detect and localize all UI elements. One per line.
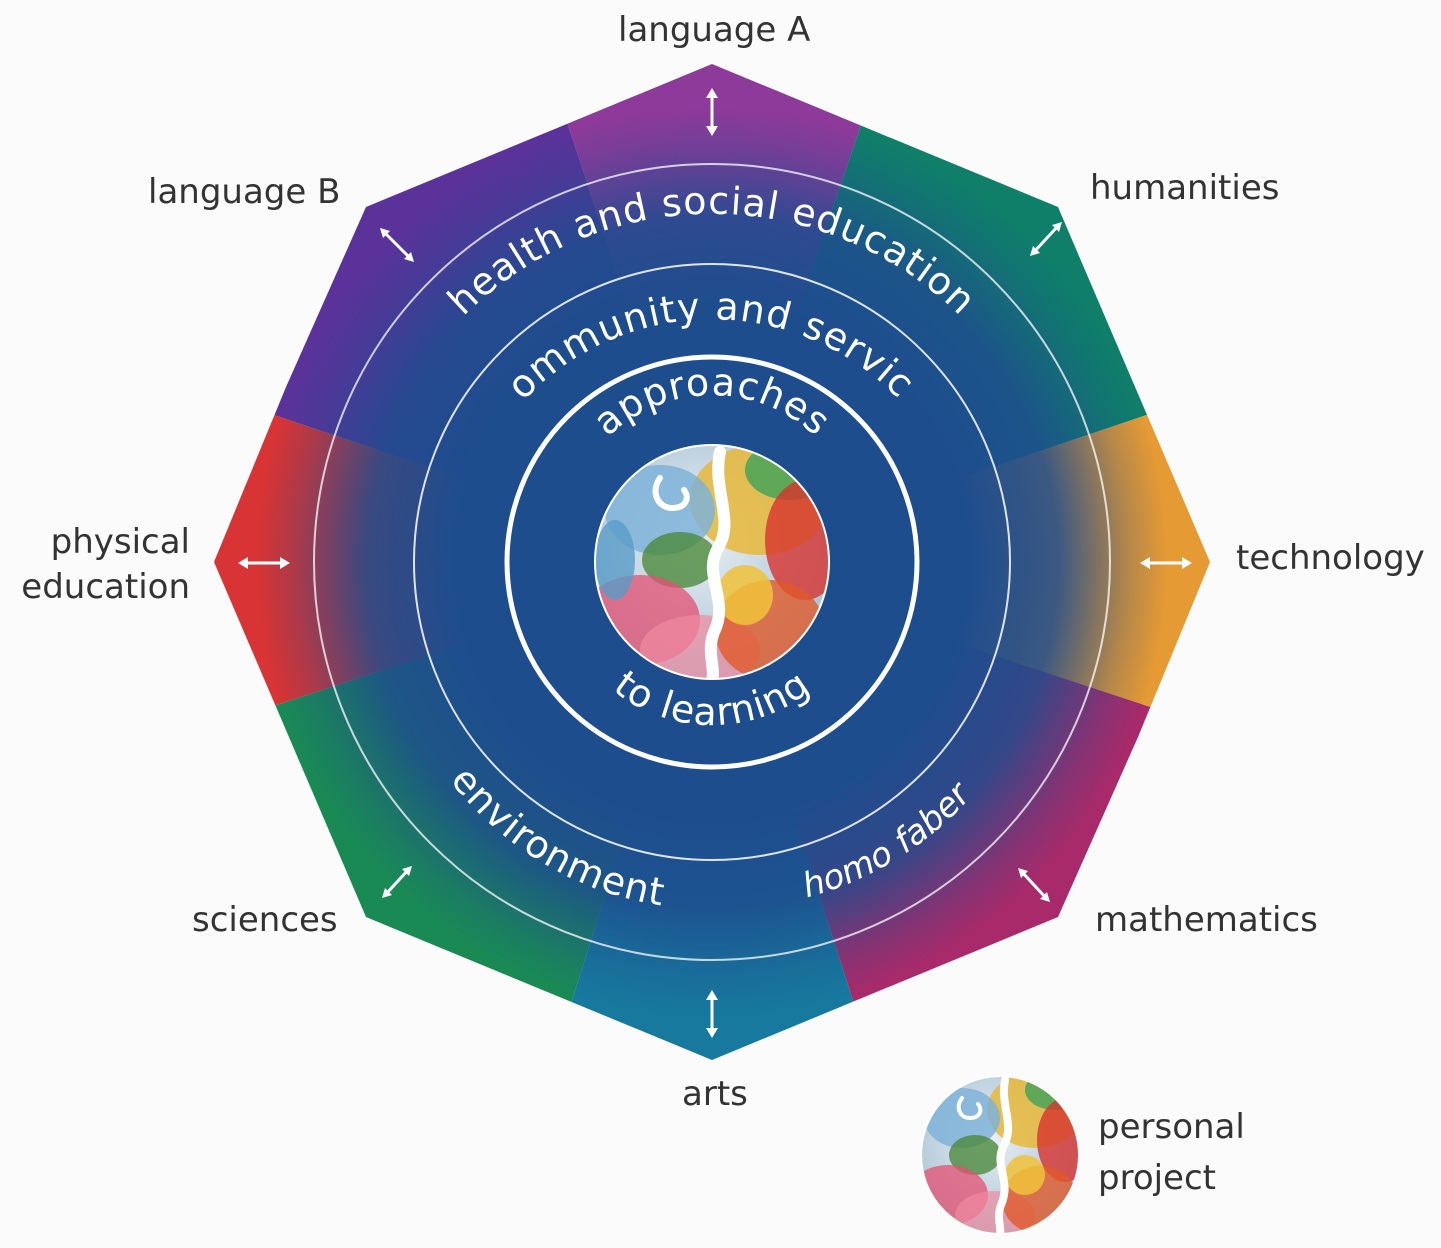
label-sciences: sciences <box>192 900 338 940</box>
label-humanities: humanities <box>1090 168 1280 208</box>
arrow-mathematics <box>1018 868 1050 902</box>
label-physical-education-line1: physical <box>50 522 190 562</box>
ring-outer <box>313 163 1111 961</box>
arrow-language-a <box>706 88 718 136</box>
arrow-humanities <box>1030 222 1062 256</box>
legend-label-line1: personal <box>1098 1107 1245 1147</box>
legend-label-line2: project <box>1098 1158 1217 1198</box>
label-technology: technology <box>1236 538 1425 578</box>
label-language-a: language A <box>618 10 811 50</box>
legend-globe-icon <box>920 1075 1080 1235</box>
arrow-physical-education <box>238 557 290 569</box>
label-physical-education-line2: education <box>21 566 190 607</box>
label-language-b: language B <box>148 172 341 212</box>
legend-label: personal project <box>1098 1102 1245 1204</box>
ring-middle <box>413 263 1011 861</box>
arrow-sciences <box>382 866 412 898</box>
arrow-technology <box>1140 557 1192 569</box>
subject-arrows <box>238 88 1192 1038</box>
label-physical-education: physical education <box>14 520 190 610</box>
arrow-arts <box>706 990 718 1038</box>
label-mathematics: mathematics <box>1095 900 1318 940</box>
label-arts: arts <box>682 1074 748 1114</box>
arrow-language-b <box>380 228 414 262</box>
ring-inner <box>504 354 920 770</box>
